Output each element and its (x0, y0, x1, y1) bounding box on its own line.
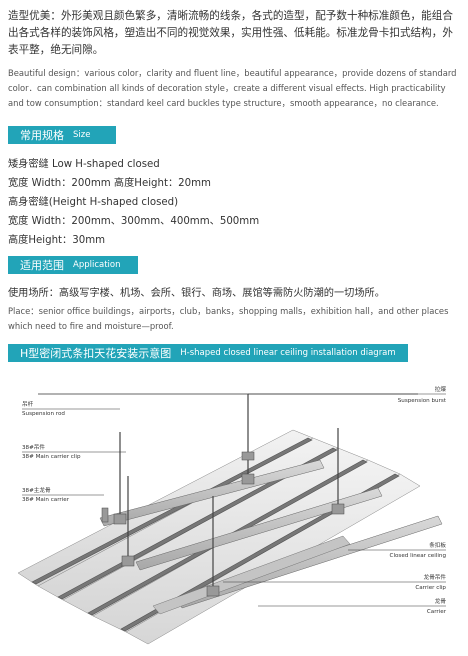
section-title-en: Application (73, 260, 121, 270)
suspension-rods (119, 394, 339, 590)
main-carriers (99, 459, 443, 609)
label-carrier-en: Carrier (427, 609, 447, 615)
label-main-carrier-en: 38# Main carrier (22, 497, 70, 503)
intro-chinese: 造型优美：外形美观且颜色繁多，清晰流畅的线条，各式的造型，配予数十种标准颜色，能… (8, 10, 453, 56)
spec-line: 高身密缝(Height H-shaped closed) (8, 197, 179, 208)
spec-line: 矮身密缝 Low H-shaped closed (8, 159, 160, 170)
section-title-cn: 常用规格 (20, 129, 64, 142)
usage-english: Place：senior office buildings，airports，c… (8, 306, 449, 331)
label-burst-en: Suspension burst (398, 398, 447, 404)
label-carrier-cn: 龙骨 (435, 597, 447, 605)
section-title-cn: H型密闭式条扣天花安装示意图 (20, 347, 172, 360)
linear-strip (152, 535, 351, 615)
label-suspension-rod-cn: 吊杆 (22, 400, 34, 408)
usage-chinese: 使用场所：高级写字楼、机场、会所、银行、商场、展馆等需防火防潮的一切场所。 (8, 288, 385, 299)
label-carrier-clip-cn: 龙骨吊件 (424, 573, 447, 581)
label-main-carrier-cn: 38#主龙骨 (22, 486, 51, 494)
spec-line: 宽度 Width：200mm、300mm、400mm、500mm (8, 216, 260, 227)
label-burst-cn: 拉爆 (435, 385, 447, 393)
leader-lines (22, 393, 446, 607)
label-main-clip-en: 38# Main carrier clip (22, 454, 81, 460)
label-linear-cn: 条扣板 (429, 541, 446, 549)
label-suspension-rod-en: Suspension rod (22, 411, 65, 417)
section-title-en: H-shaped closed linear ceiling installat… (180, 348, 396, 358)
section-header-installation: H型密闭式条扣天花安装示意图 H-shaped closed linear ce… (8, 344, 408, 362)
section-header-application: 适用范围 Application (8, 256, 138, 274)
intro-english: Beautiful design：various color，clarity a… (8, 68, 457, 108)
label-linear-en: Closed linear ceiling (390, 553, 447, 559)
installation-diagram-svg: 吊杆 Suspension rod 38#吊件 38# Main carrier… (17, 385, 447, 645)
installation-diagram: 吊杆 Suspension rod 38#吊件 38# Main carrier… (8, 368, 460, 650)
label-carrier-clip-en: Carrier clip (415, 585, 446, 591)
label-main-clip-cn: 38#吊件 (22, 443, 45, 451)
section-title-en: Size (73, 130, 91, 140)
clips (101, 451, 345, 597)
spec-line: 宽度 Width：200mm 高度Height：20mm (8, 178, 211, 189)
section-title-cn: 适用范围 (20, 259, 64, 272)
section-header-size: 常用规格 Size (8, 126, 116, 144)
spec-line: 高度Height：30mm (8, 235, 106, 246)
